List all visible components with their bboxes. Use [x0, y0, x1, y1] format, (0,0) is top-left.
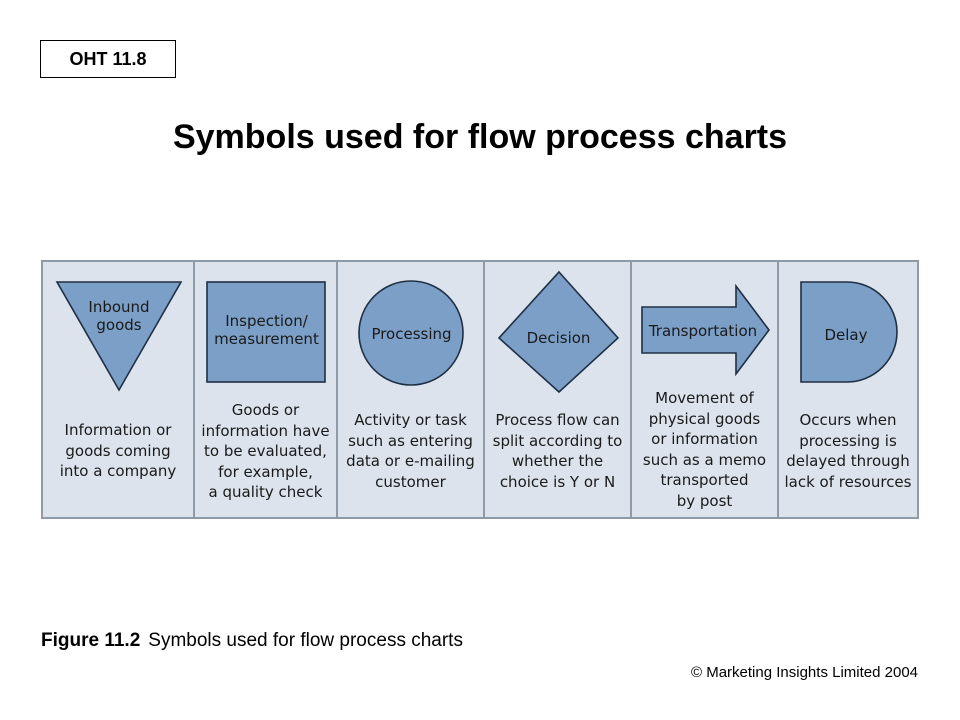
inverted-triangle-icon: [55, 281, 183, 392]
symbol-label: Inbound goods: [88, 298, 150, 334]
flow-symbols-figure: Inbound goods Information or goods comin…: [41, 260, 919, 519]
figure-caption-text: Symbols used for flow process charts: [148, 630, 463, 651]
panel-transportation: Transportation Movement of physical good…: [632, 262, 779, 517]
panel-description: Goods or information have to be evaluate…: [201, 401, 330, 501]
square-icon: [206, 281, 326, 383]
page-title: Symbols used for flow process charts: [172, 118, 788, 156]
panel-description: Information or goods coming into a compa…: [59, 421, 177, 480]
symbol-label: Decision: [526, 329, 591, 347]
arrow-icon: [641, 283, 770, 377]
panel-inspection: Inspection/ measurement Goods or informa…: [195, 262, 338, 517]
panel-delay: Delay Occurs when processing is delayed …: [779, 262, 917, 517]
symbol-label: Delay: [824, 326, 868, 344]
panel-decision: Decision Process flow can split accordin…: [485, 262, 632, 517]
panel-inbound-goods: Inbound goods Information or goods comin…: [43, 262, 195, 517]
delay-d-icon: [800, 281, 898, 383]
copyright-notice: © Marketing Insights Limited 2004: [691, 664, 918, 681]
symbol-label: Processing: [371, 325, 452, 343]
panel-description: Activity or task such as entering data o…: [346, 411, 475, 491]
panel-processing: Processing Activity or task such as ente…: [338, 262, 485, 517]
panel-description: Movement of physical goods or informatio…: [642, 389, 767, 510]
figure-number: Figure 11.2: [41, 630, 141, 651]
slide-number-badge: OHT 11.8: [40, 40, 176, 78]
symbol-label: Transportation: [648, 322, 758, 340]
symbol-label: Inspection/ measurement: [214, 312, 319, 348]
diamond-icon: [497, 270, 620, 394]
circle-icon: [358, 280, 464, 386]
figure-caption: Figure 11.2 Symbols used for flow process…: [41, 630, 463, 652]
panel-description: Process flow can split according to whet…: [492, 411, 623, 491]
panel-description: Occurs when processing is delayed throug…: [784, 411, 912, 491]
